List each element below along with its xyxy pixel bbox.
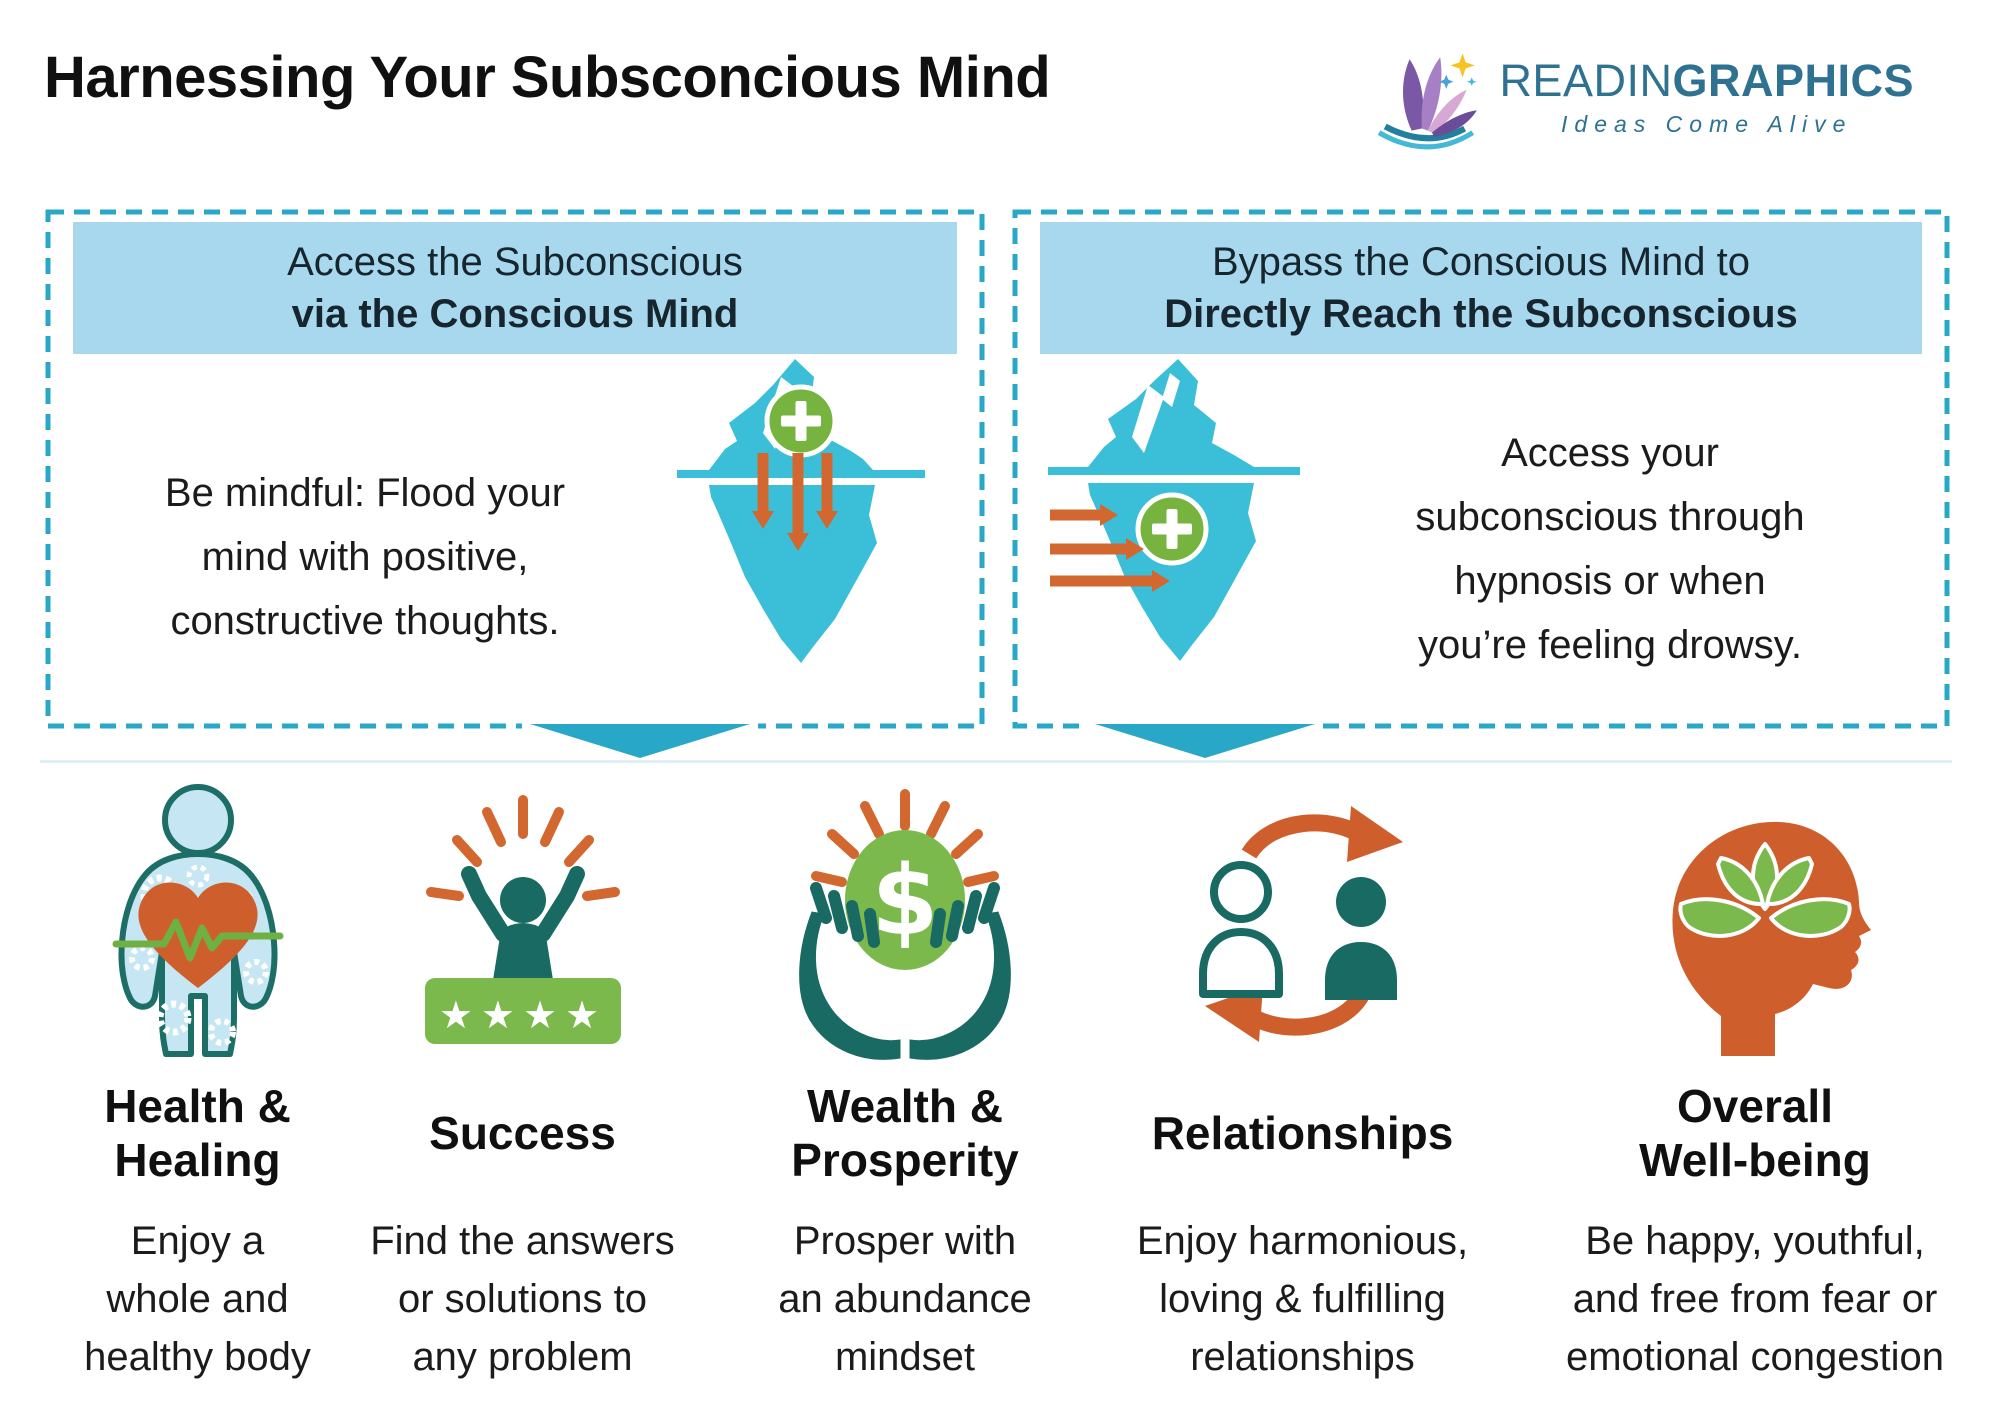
head-lotus-icon [1672,821,1871,1056]
page-title: Harnessing Your Subsconcious Mind [44,45,1051,110]
panel-body-text: Access your subconscious through hypnosi… [1415,431,1805,667]
icon-box: $ [715,788,1095,1060]
celebrating-person-stars-icon: ★★★★ [424,795,621,1044]
benefit-description: Find the answers or solutions to any pro… [370,1219,675,1379]
benefit-description: Prosper with an abundance mindset [778,1219,1032,1379]
logo-tagline: Ideas Come Alive [1561,111,1853,137]
lotus-icon [1678,842,1852,938]
benefit-wealth: $ Wealth & Prosperity Prosper with an ab… [715,788,1095,1386]
benefit-title: Success [429,1106,616,1159]
icon-box [1520,788,1990,1060]
icon-box [40,784,355,1060]
panel-header-line1: Bypass the Conscious Mind to [1211,239,1751,284]
panel-header-line1: Access the Subconscious [287,239,743,284]
book-logo-icon [1378,53,1478,150]
benefit-description: Enjoy harmonious, loving & fulfilling re… [1136,1219,1469,1379]
down-triangle-arrow [530,724,750,758]
person-outline [1198,861,1283,998]
gears-pattern [128,864,269,1046]
logo-brand-regular: READIN [1499,55,1673,106]
rays-icon [425,795,620,901]
benefit-title: Health & Healing [104,1079,291,1186]
cupped-hands [799,882,1011,1060]
iceberg-right-arrows-illustration [1048,359,1300,661]
benefit-title: Relationships [1151,1106,1454,1159]
hands-holding-dollar-icon: $ [799,789,1011,1060]
panel-header-line2: Directly Reach the Subconscious [1164,291,1798,336]
rightward-arrows-icon [1050,504,1170,592]
iceberg-down-arrows-illustration [677,359,925,663]
section-divider [40,760,1952,763]
logo-text: READINGRAPHICS Ideas Come Alive [1499,58,1914,138]
benefit-title: Overall Well-being [1639,1079,1871,1186]
benefit-description: Be happy, youthful, and free from fear o… [1565,1219,1945,1379]
panel-header: Access the Subconscious via the Consciou… [73,222,957,354]
dollar-sign: $ [872,845,939,957]
benefit-description: Enjoy a whole and healthy body [84,1219,311,1379]
benefit-title: Wealth & Prosperity [791,1079,1019,1186]
downward-arrows-icon [752,453,838,551]
panel-access-via-conscious: Access the Subconscious via the Consciou… [45,209,985,729]
logo-brand: READINGRAPHICS [1499,58,1914,103]
dashed-border [1012,209,1950,729]
logo-brand-bold: GRAPHICS [1672,55,1914,106]
panel-body-text: Be mindful: Flood your mind with positiv… [164,471,566,643]
four-stars-rating: ★★★★ [438,993,606,1037]
down-triangle-arrow [1095,724,1315,758]
panel-header-line2: via the Conscious Mind [291,291,739,336]
reading-graphics-logo: READINGRAPHICS Ideas Come Alive [1375,46,1914,150]
dashed-border [45,209,985,729]
benefit-health: Health & Healing Enjoy a whole and healt… [40,784,355,1386]
icon-box: ★★★★ [360,788,685,1060]
person-solid [1324,877,1397,1000]
people-exchange-arrows-icon [1198,806,1403,1042]
benefit-wellbeing: Overall Well-being Be happy, youthful, a… [1520,788,1990,1386]
benefit-relationships: Relationships Enjoy harmonious, loving &… [1100,788,1505,1386]
panel-header: Bypass the Conscious Mind to Directly Re… [1040,222,1922,354]
panel-bypass-conscious: Bypass the Conscious Mind to Directly Re… [1012,209,1950,729]
body-gears-heart-icon [112,784,283,1057]
benefit-success: ★★★★ Success Find the answers or solutio… [360,788,685,1386]
rays-icon [811,789,999,887]
icon-box [1100,788,1505,1060]
